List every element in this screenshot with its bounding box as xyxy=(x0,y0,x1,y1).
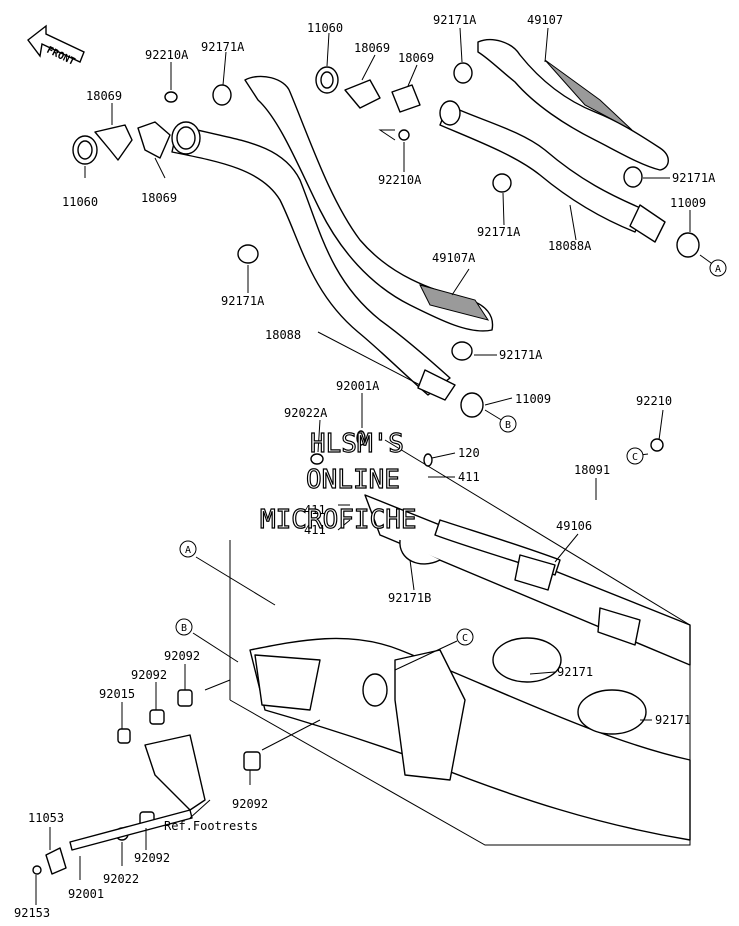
label-18069-left-bot: 18069 xyxy=(141,191,177,205)
label-92210A-left: 92210A xyxy=(145,48,189,62)
label-92210A-mid: 92210A xyxy=(378,173,422,187)
label-92092-b: 92092 xyxy=(131,668,167,682)
label-18088A: 18088A xyxy=(548,239,592,253)
label-92171A-top: 92171A xyxy=(433,13,477,27)
callout-A-upper: A xyxy=(709,259,727,277)
watermark-line-3: MICROFICHE xyxy=(260,505,417,535)
label-411-a: 411 xyxy=(458,470,480,484)
label-92171A-mid: 92171A xyxy=(477,225,521,239)
svg-text:B: B xyxy=(505,420,511,431)
label-18069-top1: 18069 xyxy=(354,41,390,55)
exhaust-pipe-18088 xyxy=(171,121,456,401)
label-18069-top2: 18069 xyxy=(398,51,434,65)
svg-text:B: B xyxy=(181,623,187,634)
label-11053: 11053 xyxy=(28,811,64,825)
label-49106: 49106 xyxy=(556,519,592,533)
svg-text:C: C xyxy=(462,633,468,644)
callout-C-upper: C xyxy=(626,447,644,465)
label-92171A-right: 92171A xyxy=(672,171,716,185)
label-11009-top: 11009 xyxy=(670,196,706,210)
clamps-lower xyxy=(32,430,647,875)
label-49107: 49107 xyxy=(527,13,563,27)
callout-B-lower: B xyxy=(175,618,193,636)
label-92171B: 92171B xyxy=(388,591,431,605)
label-411-b: 411 xyxy=(304,503,326,517)
svg-text:C: C xyxy=(632,452,638,463)
label-92022A: 92022A xyxy=(284,406,328,420)
label-92171A-lower: 92171A xyxy=(221,294,265,308)
label-92015: 92015 xyxy=(99,687,135,701)
svg-text:A: A xyxy=(715,264,721,275)
label-92022: 92022 xyxy=(103,872,139,886)
watermark-line-1: HLSM'S xyxy=(310,429,404,459)
label-92092-d: 92092 xyxy=(134,851,170,865)
label-92171A-1: 92171A xyxy=(201,40,245,54)
watermark: HLSM'S ONLINE MICROFICHE xyxy=(259,428,417,535)
label-92153: 92153 xyxy=(14,906,50,920)
label-411-c: 411 xyxy=(304,523,326,537)
label-11060-left: 11060 xyxy=(62,195,98,209)
label-92092-c: 92092 xyxy=(232,797,268,811)
muffler-assembly xyxy=(144,439,691,846)
part-labels: 11060 18069 18069 92210A 92171A 11060 18… xyxy=(14,13,716,920)
label-92171-2: 92171 xyxy=(655,713,691,727)
exhaust-pipe-18088A xyxy=(439,100,666,243)
label-11009-low: 11009 xyxy=(515,392,551,406)
heat-shield-49107A xyxy=(244,75,494,332)
label-92001: 92001 xyxy=(68,887,104,901)
label-18091: 18091 xyxy=(574,463,610,477)
label-ref-footrests: Ref.Footrests xyxy=(164,819,258,833)
callout-B-upper: B xyxy=(499,415,517,433)
callout-C-lower: C xyxy=(456,628,474,646)
label-92210: 92210 xyxy=(636,394,672,408)
label-92092-a: 92092 xyxy=(164,649,200,663)
leader-lines xyxy=(35,27,719,905)
label-18069-left-top: 18069 xyxy=(86,89,122,103)
label-92171-1: 92171 xyxy=(557,665,593,679)
label-120: 120 xyxy=(458,446,480,460)
label-18088: 18088 xyxy=(265,328,301,342)
clamps-top xyxy=(72,62,700,452)
label-92001A: 92001A xyxy=(336,379,380,393)
front-direction-arrow-icon: FRONT xyxy=(27,24,85,68)
label-11060-top: 11060 xyxy=(307,21,343,35)
heat-shield-49107 xyxy=(477,38,669,171)
callout-A-lower: A xyxy=(179,540,197,558)
watermark-line-2: ONLINE xyxy=(306,465,400,495)
svg-text:A: A xyxy=(185,545,191,556)
label-92171A-low2: 92171A xyxy=(499,348,543,362)
label-49107A: 49107A xyxy=(432,251,476,265)
